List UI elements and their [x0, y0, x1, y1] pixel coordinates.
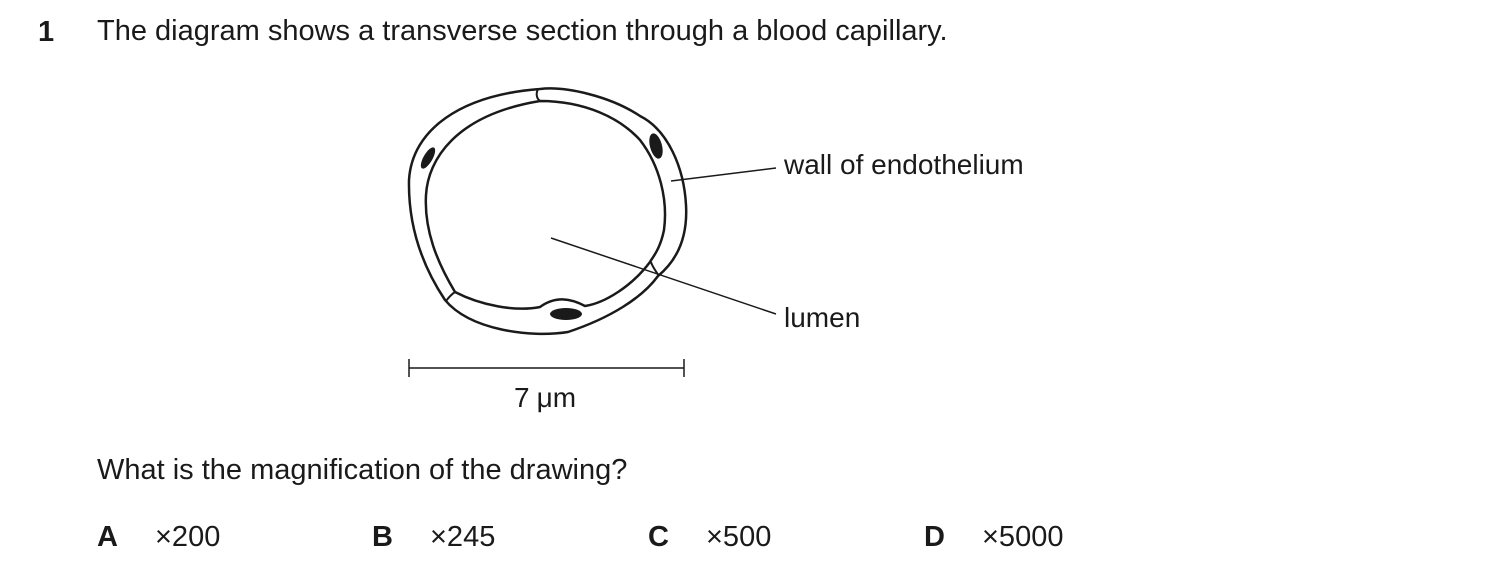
capillary-outer-wall [407, 87, 688, 336]
lumen-label: lumen [784, 302, 860, 333]
option-letter: A [97, 521, 118, 553]
cell-junction [535, 88, 541, 102]
option-d[interactable]: D ×5000 [924, 521, 1063, 554]
option-letter: B [372, 521, 393, 553]
question-stem: The diagram shows a transverse section t… [97, 15, 948, 47]
option-c[interactable]: C ×500 [648, 521, 771, 554]
scale-bar-unit: μm [537, 382, 576, 413]
option-value: ×500 [706, 521, 772, 553]
wall-label: wall of endothelium [783, 149, 1024, 180]
capillary-inner-wall [424, 99, 667, 310]
option-value: ×5000 [982, 521, 1064, 553]
option-value: ×245 [430, 521, 496, 553]
nucleus [550, 308, 582, 320]
question-prompt: What is the magnification of the drawing… [97, 454, 628, 486]
wall-label-line [670, 167, 777, 182]
nucleus [420, 147, 436, 169]
cell-junction [445, 291, 456, 302]
question-number: 1 [38, 16, 55, 48]
option-b[interactable]: B ×245 [372, 521, 495, 554]
option-letter: D [924, 521, 945, 553]
option-value: ×200 [155, 521, 221, 553]
option-a[interactable]: A ×200 [97, 521, 220, 554]
scale-bar-value: 7 [514, 382, 530, 413]
option-letter: C [648, 521, 669, 553]
lumen-label-line [550, 237, 777, 315]
nucleus [649, 133, 663, 159]
